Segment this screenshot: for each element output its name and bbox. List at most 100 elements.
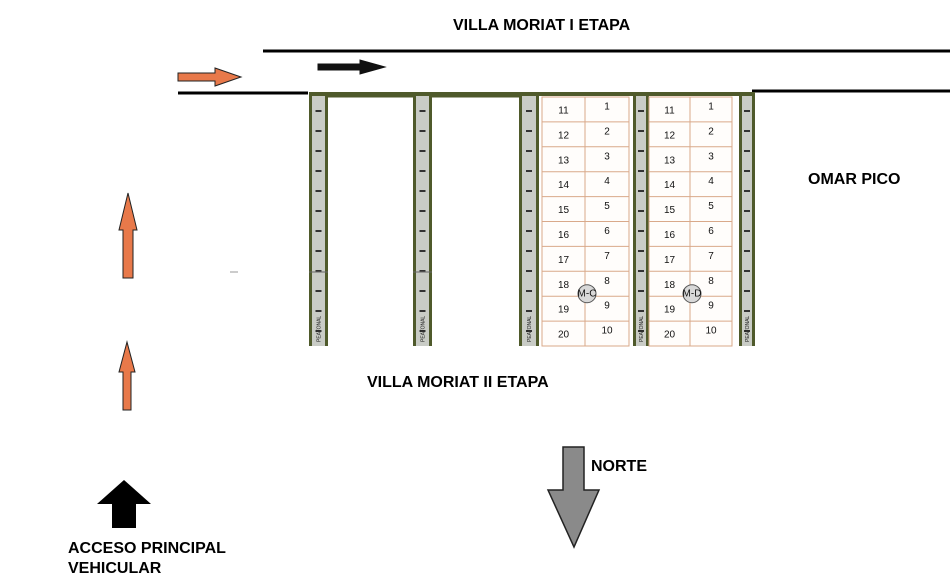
pedestrian-label: PEATONAL (745, 316, 751, 342)
walkway-marker (315, 190, 322, 192)
block-id-label: M-C (578, 289, 597, 300)
walkway-marker (744, 330, 750, 332)
pedestrian-label: PEATONAL (421, 316, 427, 342)
lot-number: 2 (604, 126, 610, 137)
walkway-marker (638, 150, 644, 152)
walkways: PEATONAL PEATONAL PEATONAL PEATONAL PEATONAL (309, 92, 755, 346)
walkway-marker (419, 330, 426, 332)
walkway-marker (526, 290, 532, 292)
walkway-marker (419, 290, 426, 292)
lot-number: 15 (558, 205, 570, 216)
walkway-marker (526, 130, 532, 132)
access-label-line2: VEHICULAR (68, 560, 162, 577)
lot-number: 15 (664, 205, 676, 216)
walkway-marker (419, 250, 426, 252)
orange-arrow-icon (118, 192, 138, 279)
walkway-marker (638, 330, 644, 332)
street-top-label: VILLA MORIAT I ETAPA (453, 17, 631, 34)
lot-number: 3 (604, 151, 610, 162)
lot-number: 12 (664, 130, 676, 141)
walkway-marker (526, 170, 532, 172)
walkway-marker (638, 270, 644, 272)
lot-number: 10 (705, 326, 717, 337)
walkway-marker (638, 170, 644, 172)
lot-number: 9 (604, 301, 610, 312)
walkway-marker (526, 210, 532, 212)
walkway-marker (315, 150, 322, 152)
walkway-path (742, 96, 752, 346)
walkway-path (636, 96, 646, 346)
walkway-marker (419, 310, 426, 312)
walkway-marker (419, 270, 426, 272)
walkway-marker (744, 130, 750, 132)
walkway-marker (315, 170, 322, 172)
walkway-marker (638, 290, 644, 292)
walkway-marker (315, 130, 322, 132)
lot-number: 19 (664, 305, 676, 316)
walkway-path (522, 96, 536, 346)
lot-number: 7 (708, 251, 714, 262)
lot-number: 6 (604, 226, 610, 237)
black-arrow-icon (97, 480, 151, 528)
walkway-marker (744, 250, 750, 252)
walkway-marker (744, 150, 750, 152)
walkway-marker (526, 250, 532, 252)
walkway-marker (419, 110, 426, 112)
walkway-marker (315, 310, 322, 312)
walkway-marker (315, 250, 322, 252)
lot-number: 10 (601, 326, 613, 337)
walkway-marker (315, 210, 322, 212)
walkway-marker (638, 250, 644, 252)
walkway-marker (744, 110, 750, 112)
orange-arrow-icon (177, 67, 243, 87)
walkway-marker (526, 190, 532, 192)
north-label: NORTE (591, 458, 647, 475)
walkway-marker (744, 310, 750, 312)
lot-number: 13 (558, 155, 570, 166)
walkway-marker (315, 110, 322, 112)
walkway-marker (638, 310, 644, 312)
lot-number: 8 (604, 276, 610, 287)
lot-number: 7 (604, 251, 610, 262)
black-arrow-icon (317, 59, 387, 75)
lot-number: 8 (708, 276, 714, 287)
lot-number: 18 (558, 280, 570, 291)
walkway-top-band (309, 92, 755, 96)
pedestrian-label: PEATONAL (317, 316, 323, 342)
walkway-marker (419, 190, 426, 192)
orange-arrow-icon (118, 340, 136, 411)
right-side-label: OMAR PICO (808, 171, 901, 188)
lot-number: 4 (604, 176, 610, 187)
walkway-marker (638, 130, 644, 132)
walkway-marker (744, 230, 750, 232)
lot-number: 6 (708, 226, 714, 237)
lot-number: 14 (558, 180, 570, 191)
pedestrian-label: PEATONAL (527, 316, 533, 342)
walkway-marker (638, 230, 644, 232)
walkway-marker (315, 230, 322, 232)
walkway-marker (315, 290, 322, 292)
walkway-marker (526, 330, 532, 332)
lot-number: 5 (708, 201, 714, 212)
walkway-path (312, 96, 325, 346)
walkway-marker (526, 150, 532, 152)
walkway-marker (315, 330, 322, 332)
walkway-marker (638, 110, 644, 112)
lot-number: 12 (558, 130, 570, 141)
walkway-marker (744, 270, 750, 272)
access-label-line1: ACCESO PRINCIPAL (68, 540, 226, 557)
walkway-marker (744, 290, 750, 292)
block-id-marker (577, 284, 597, 304)
walkway-marker (744, 170, 750, 172)
walkway-marker (419, 210, 426, 212)
walkway-marker (526, 230, 532, 232)
walkway-marker (526, 270, 532, 272)
pedestrian-label: PEATONAL (639, 316, 645, 342)
block-id-marker (682, 284, 702, 304)
lot-number: 11 (664, 105, 675, 116)
walkway-marker (526, 110, 532, 112)
lot-number: 20 (664, 330, 676, 341)
lot-number: 17 (558, 255, 570, 266)
